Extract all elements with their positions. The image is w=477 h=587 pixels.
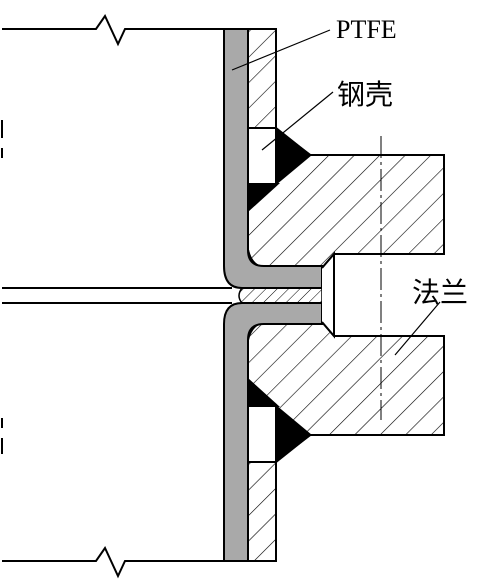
weld-lower-inner [248,378,280,407]
label-flange: 法兰 [412,277,468,309]
label-ptfe: PTFE [336,15,397,44]
weld-lower-outer [276,405,312,462]
top-break-line [2,13,224,47]
steel-shell-upper [247,28,277,129]
weld-upper-outer [276,128,312,185]
label-steel-shell: 钢壳 [337,79,393,111]
ptfe-liner-lower [223,302,323,562]
bottom-break-line [2,545,224,579]
ptfe-gasket [238,287,323,304]
leader-steel-shell [261,91,334,151]
leader-flange [394,301,441,356]
flange-face-recess [321,251,335,339]
leader-ptfe [231,29,331,71]
pipe-body [1,13,232,579]
steel-shell-lower [247,461,277,562]
ptfe-liner-upper [223,28,323,289]
weld-upper-inner [248,183,280,212]
